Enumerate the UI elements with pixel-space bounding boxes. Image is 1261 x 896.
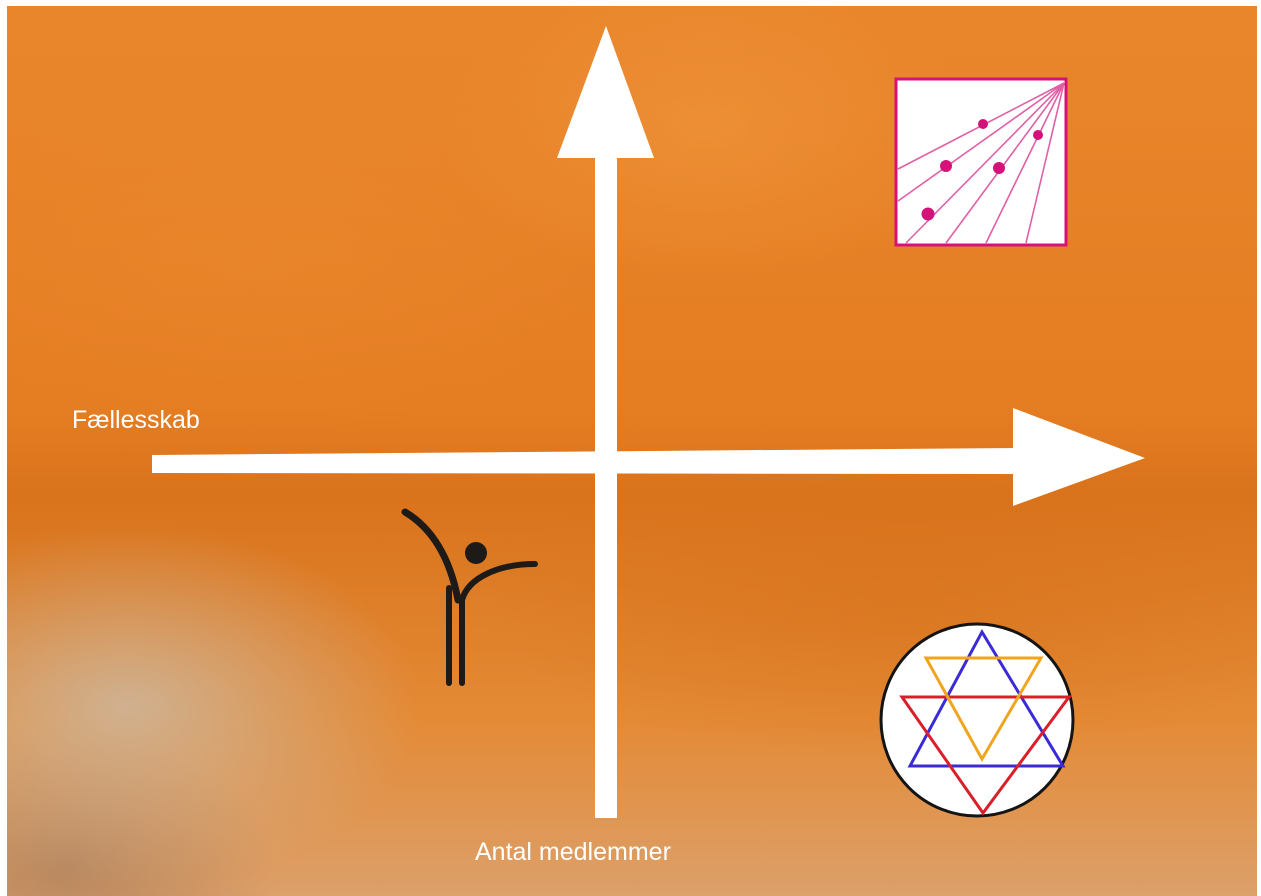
horizontal-axis-label: Fællesskab — [72, 406, 200, 435]
diverging-lines-dots-icon — [896, 79, 1066, 245]
diagram-canvas: Fællesskab Antal medlemmer — [7, 6, 1257, 896]
quadrant-diagram — [7, 6, 1257, 896]
dancing-figure-icon — [405, 512, 535, 683]
vertical-axis-arrow — [557, 26, 654, 818]
hexagram-circle-icon — [881, 624, 1073, 816]
vertical-axis-label: Antal medlemmer — [475, 838, 671, 867]
horizontal-axis-arrow — [152, 408, 1145, 506]
